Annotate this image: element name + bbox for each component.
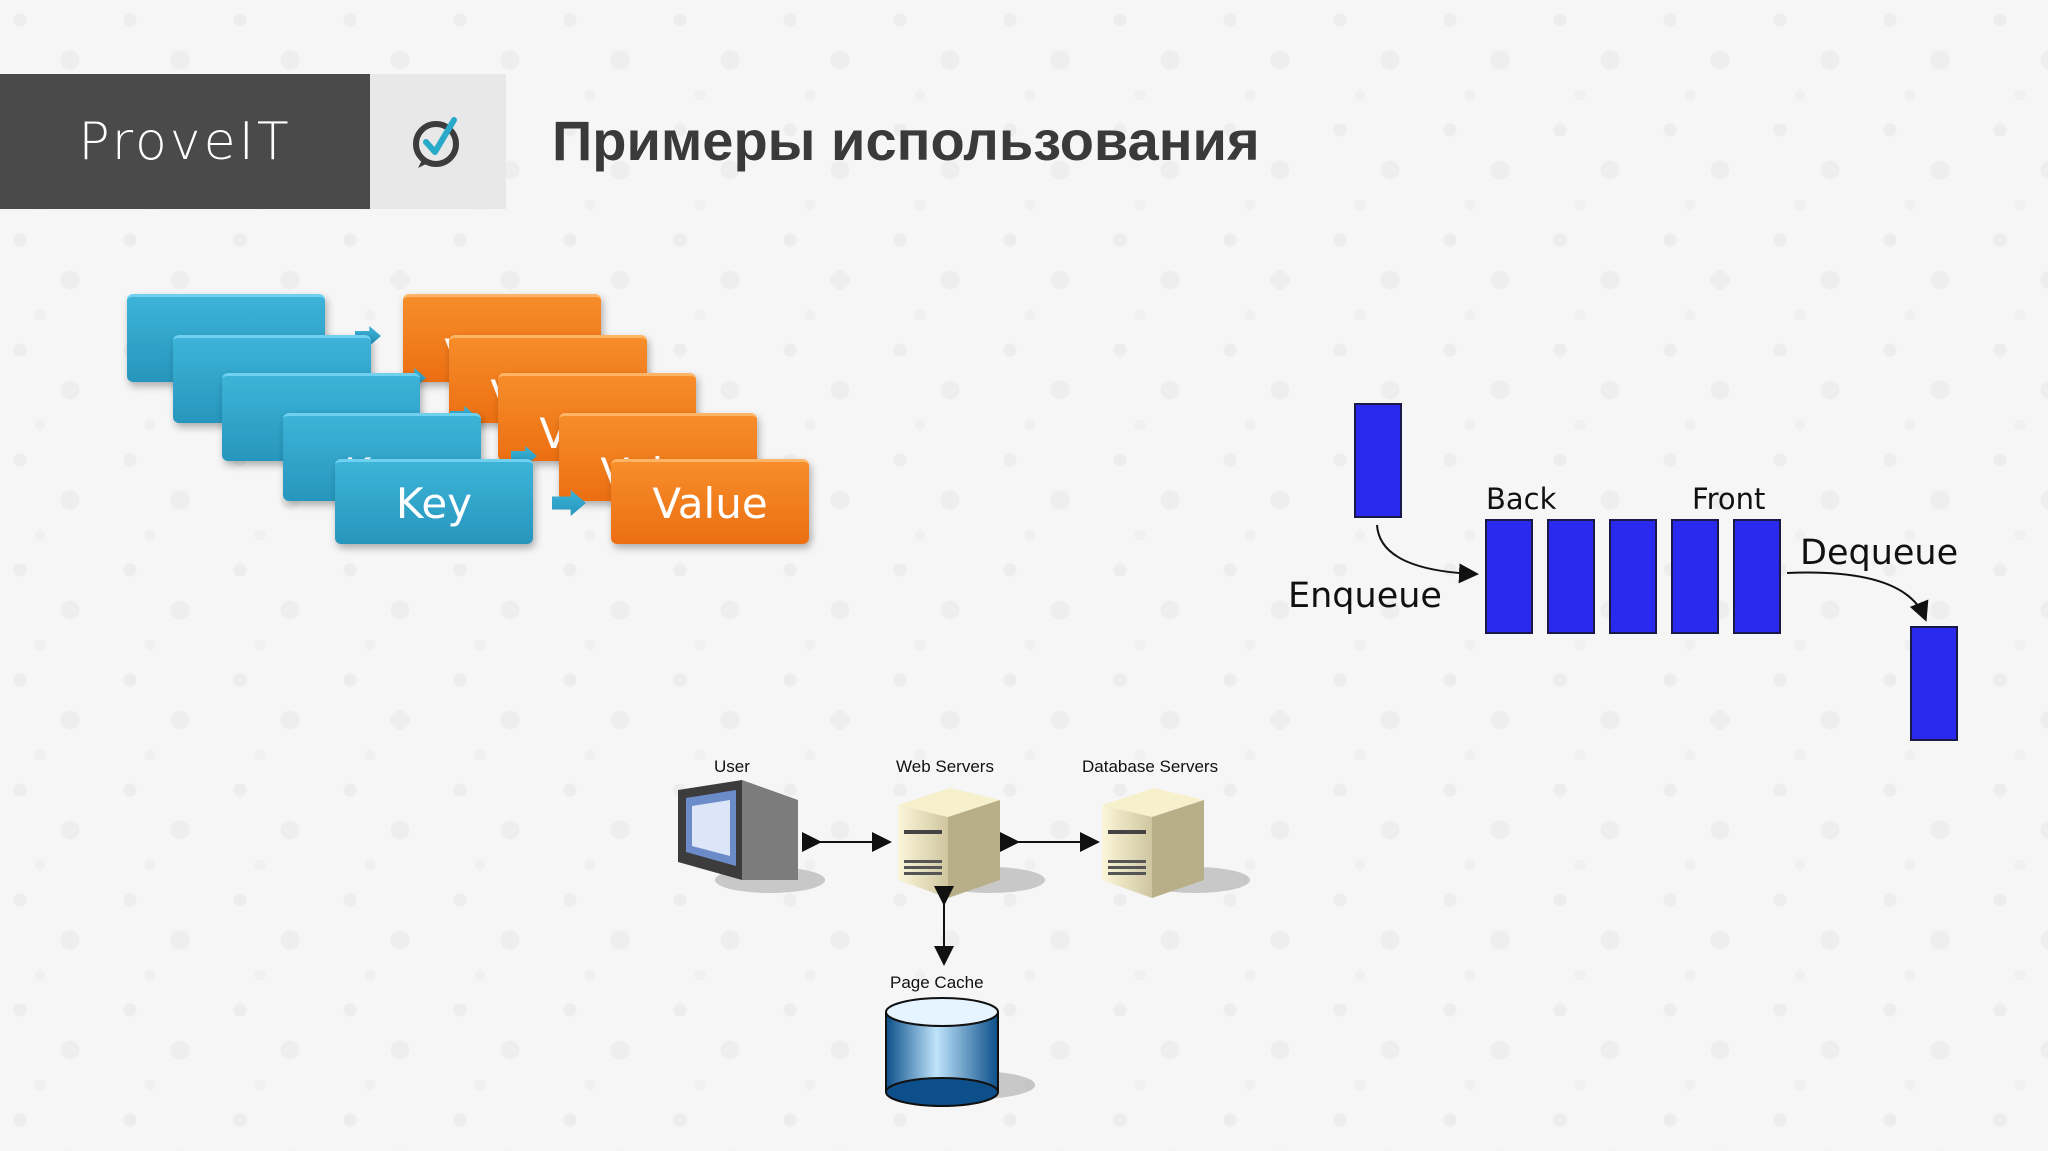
- value-label: Value: [652, 478, 768, 528]
- database-servers-label: Database Servers: [1082, 757, 1219, 776]
- check-bubble-icon: [413, 116, 459, 168]
- logo-box: ProveIT: [0, 74, 370, 209]
- logo-text: ProveIT: [78, 111, 292, 172]
- queue-item: [1547, 519, 1595, 634]
- outgoing-item: [1910, 626, 1958, 741]
- enqueue-label: Enqueue: [1288, 576, 1442, 616]
- page-title: Примеры использования: [552, 109, 1260, 172]
- computer-monitor-icon: [678, 780, 825, 893]
- brand-icon-box: [370, 74, 506, 209]
- enqueue-arrow: [1376, 524, 1479, 584]
- dequeue-label: Dequeue: [1800, 533, 1959, 573]
- queue-item: [1671, 519, 1719, 634]
- value-card: Value: [611, 459, 809, 544]
- dequeue-arrow: [1786, 571, 1929, 622]
- queue-item: [1485, 519, 1533, 634]
- user-label: User: [714, 757, 750, 776]
- database-server-icon: [1102, 788, 1250, 898]
- web-servers-label: Web Servers: [896, 757, 994, 776]
- key-card: Key: [335, 459, 533, 544]
- page-cache-cylinder-icon: [885, 997, 1035, 1107]
- page-cache-label: Page Cache: [890, 973, 984, 992]
- web-server-icon: [898, 788, 1045, 898]
- back-label: Back: [1486, 482, 1557, 516]
- key-label: Key: [395, 478, 473, 528]
- incoming-item: [1354, 403, 1402, 518]
- queue-item: [1609, 519, 1657, 634]
- front-label: Front: [1692, 482, 1766, 516]
- queue-item: [1733, 519, 1781, 634]
